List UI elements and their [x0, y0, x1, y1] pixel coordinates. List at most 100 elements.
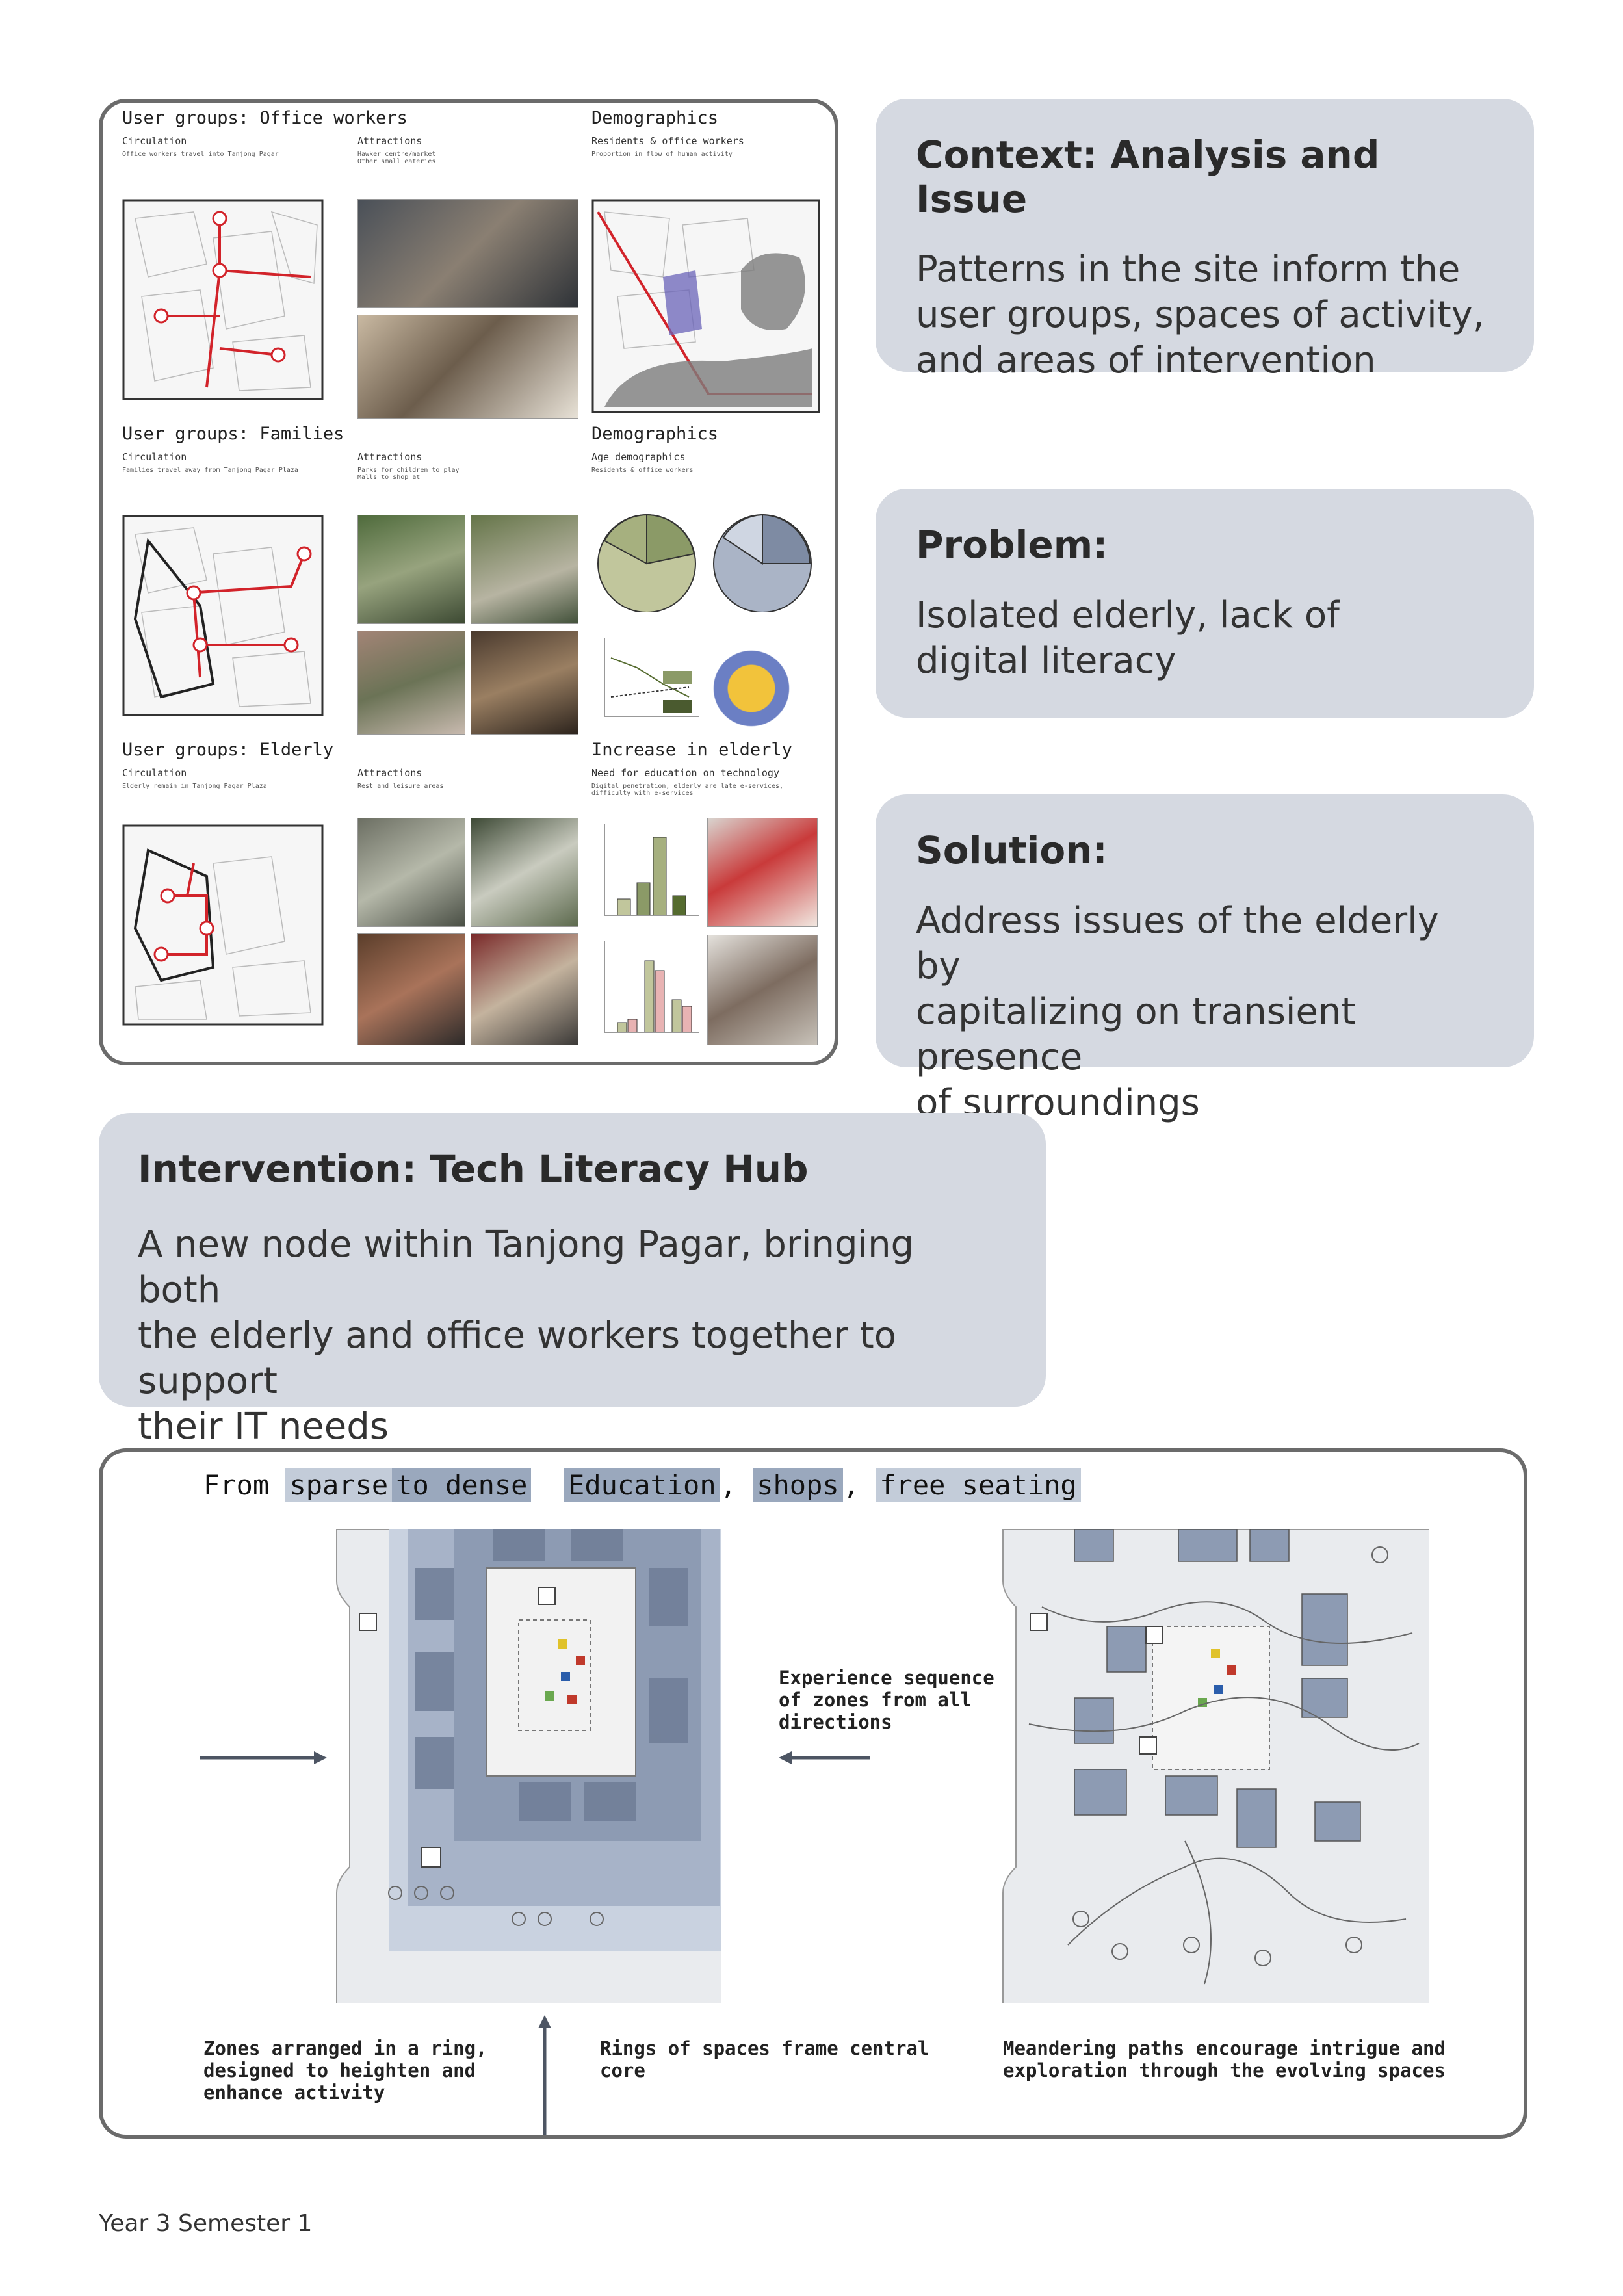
core-caption: Rings of spaces frame central core	[600, 2037, 929, 2081]
analysis-board: User groups: Office workers Circulation …	[99, 99, 838, 1065]
caption-line: enhance activity	[203, 2081, 385, 2104]
photo-hawker-centre	[357, 199, 578, 308]
card-title: Problem:	[916, 523, 1108, 567]
office-workers-row: User groups: Office workers Circulation …	[122, 108, 824, 419]
row-title: User groups: Families	[122, 424, 344, 444]
families-row: User groups: Families Circulation Famili…	[122, 424, 824, 735]
demographics-title: Demographics	[591, 424, 719, 444]
photo-park	[357, 515, 465, 624]
circulation-label: Circulation	[122, 135, 187, 147]
photo-shopfront	[471, 933, 578, 1045]
intervention-card: Intervention: Tech Literacy Hub A new no…	[99, 1113, 1046, 1448]
card-line: and areas of intervention	[916, 339, 1376, 382]
row-title: User groups: Office workers	[122, 108, 408, 128]
photo-eatery	[357, 315, 578, 419]
card-line: Isolated elderly, lack of	[916, 594, 1340, 636]
heading-sparse: sparse	[285, 1468, 393, 1502]
demographics-sub: Residents & office workers	[591, 135, 744, 147]
circulation-map	[122, 515, 324, 716]
caption-line: Rings of spaces frame central	[600, 2037, 929, 2059]
caption-line: Zones arranged in a ring,	[203, 2037, 487, 2059]
circulation-map	[122, 824, 324, 1026]
photo-void-deck	[471, 818, 578, 927]
attractions-note: Hawker centre/market Other small eaterie…	[357, 151, 436, 165]
card-line: capitalizing on transient presence	[916, 991, 1356, 1078]
attractions-note: Rest and leisure areas	[357, 783, 444, 790]
caption-line: Experience sequence	[779, 1667, 994, 1689]
card-body: Address issues of the elderly by capital…	[916, 898, 1494, 1126]
caption-line: core	[600, 2059, 645, 2081]
heading-shops: shops	[753, 1468, 843, 1502]
caption-line: designed to heighten and	[203, 2059, 476, 2081]
photo-residential	[357, 631, 465, 735]
circulation-note: Elderly remain in Tanjong Pagar Plaza	[122, 783, 267, 790]
card-title: Intervention: Tech Literacy Hub	[138, 1147, 809, 1191]
paths-caption: Meandering paths encourage intrigue and …	[1003, 2037, 1446, 2081]
footer-text: Year 3 Semester 1	[99, 2210, 313, 2237]
photo-rest-area	[357, 818, 465, 927]
circulation-note: Families travel away from Tanjong Pagar …	[122, 467, 298, 474]
heading-comma: ,	[720, 1469, 736, 1501]
photo-elderly-phone	[707, 818, 818, 927]
heading-free-seating: free seating	[876, 1468, 1081, 1502]
solution-card: Solution: Address issues of the elderly …	[876, 794, 1534, 1124]
heading-from: From	[203, 1469, 270, 1501]
photo-corridor	[357, 933, 465, 1045]
demographics-note: Proportion in flow of human activity	[591, 151, 733, 158]
circulation-map	[122, 199, 324, 400]
card-line: their IT needs	[138, 1405, 389, 1448]
heading-education: Education	[564, 1468, 720, 1502]
card-title: Context: Analysis and Issue	[916, 133, 1380, 221]
card-body: A new node within Tanjong Pagar, bringin…	[138, 1222, 1007, 1450]
context-card: Context: Analysis and Issue Patterns in …	[876, 99, 1534, 382]
demographics-sub: Need for education on technology	[591, 767, 779, 779]
population-line-chart	[604, 638, 699, 717]
circulation-label: Circulation	[122, 451, 187, 463]
office-workers-pie	[713, 514, 812, 612]
heading-comma: ,	[842, 1469, 859, 1501]
caption-line: directions	[779, 1711, 892, 1733]
card-line: user groups, spaces of activity,	[916, 294, 1485, 336]
future-growth-diagram	[707, 638, 818, 729]
demographics-note: Digital penetration, elderly are late e-…	[591, 783, 784, 797]
residents-pie	[597, 514, 696, 612]
card-title: Solution:	[916, 828, 1108, 872]
attractions-label: Attractions	[357, 767, 422, 779]
attractions-label: Attractions	[357, 451, 422, 463]
photo-mall	[471, 631, 578, 735]
attractions-label: Attractions	[357, 135, 422, 147]
demographics-map	[591, 199, 820, 413]
card-body: Patterns in the site inform the user gro…	[916, 247, 1494, 384]
card-line: digital literacy	[916, 640, 1176, 682]
zoning-ring-plan	[336, 1529, 721, 2003]
circulation-label: Circulation	[122, 767, 187, 779]
card-line: Patterns in the site inform the	[916, 248, 1461, 291]
arrow-left-icon	[779, 1751, 870, 1764]
ring-caption: Zones arranged in a ring, designed to he…	[203, 2037, 487, 2104]
photo-elderly-laptop	[707, 935, 818, 1045]
card-line: the elderly and office workers together …	[138, 1314, 896, 1402]
circulation-note: Office workers travel into Tanjong Pagar	[122, 151, 279, 158]
purpose-bar-chart	[604, 941, 699, 1033]
caption-line: of zones from all	[779, 1689, 972, 1711]
caption-line: exploration through the evolving spaces	[1003, 2059, 1446, 2081]
caption-line: Meandering paths encourage intrigue and	[1003, 2037, 1446, 2059]
card-body: Isolated elderly, lack of digital litera…	[916, 593, 1494, 684]
demographics-title: Demographics	[591, 108, 719, 128]
arrow-up-icon	[538, 2015, 551, 2135]
arrow-right-icon	[200, 1751, 327, 1764]
experience-caption: Experience sequence of zones from all di…	[779, 1667, 994, 1733]
card-line: Address issues of the elderly by	[916, 900, 1439, 987]
attractions-note: Parks for children to play Malls to shop…	[357, 467, 460, 481]
elderly-row: User groups: Elderly Circulation Elderly…	[122, 740, 824, 1050]
heading-to-dense: to dense	[392, 1468, 532, 1502]
card-line: A new node within Tanjong Pagar, bringin…	[138, 1223, 915, 1311]
row-title: User groups: Elderly	[122, 740, 334, 760]
demographics-title: Increase in elderly	[591, 740, 792, 760]
problem-card: Problem: Isolated elderly, lack of digit…	[876, 489, 1534, 718]
photo-playground	[471, 515, 578, 624]
circulation-paths-plan	[1002, 1529, 1429, 2003]
demographics-note: Residents & office workers	[591, 467, 694, 474]
